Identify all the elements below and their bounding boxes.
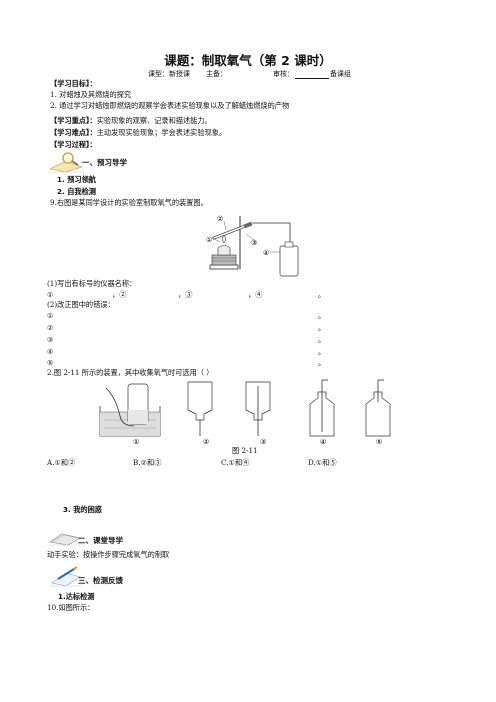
pencil-notebook-icon xyxy=(50,566,82,587)
q9-1-blank-1: ① xyxy=(47,290,54,299)
reviewer: 审核： 备课组 xyxy=(273,69,351,79)
q9-2-line-4: ④ xyxy=(47,347,54,356)
page-title: 课题：制取氧气（第 2 课时） xyxy=(164,53,332,68)
magnifier-book-icon xyxy=(49,152,84,173)
key-point: 【学习重点】：实验现象的观察、记录和描述能力。 xyxy=(50,116,212,126)
option-b: B.②和③ xyxy=(133,458,162,467)
q9-2-period-1: 。 xyxy=(318,311,326,320)
q10-text: 10.如图所示： xyxy=(47,603,95,612)
q9-2-period-4: 。 xyxy=(318,347,326,356)
objective-2: 2. 通过学习对蜡烛即燃烧的观察学会表述实验现象以及了解蜡烛燃烧的产物 xyxy=(50,101,290,110)
q9-2-line-1: ① xyxy=(47,311,54,320)
q9-1-text: (1)写出有标号的仪器名称： xyxy=(47,279,137,288)
apparatus-label-4: ④ xyxy=(263,249,269,257)
difficulty: 【学习难点】：主动发现实验现象；学会表述实验现象。 xyxy=(50,128,226,138)
key-point-text: 实验现象的观察、记录和描述能力。 xyxy=(96,116,212,125)
q9-1-blank-3: ，③ xyxy=(178,290,193,299)
difficulty-text: 主动发现实验现象；学会表述实验现象。 xyxy=(96,128,227,137)
q9-2-period-5: 。 xyxy=(318,358,326,367)
fig-label-3: ③ xyxy=(260,438,266,446)
section1-sub1: 1. 预习领航 xyxy=(57,175,96,184)
group-label: 备课组 xyxy=(330,70,351,78)
apparatus-label-3: ③ xyxy=(251,239,257,247)
oxygen-apparatus-figure: ① ② ③ ④ xyxy=(206,215,299,277)
option-d: D.①和⑤ xyxy=(308,458,337,467)
fig-caption: 图 2-11 xyxy=(232,446,258,455)
apparatus-label-1: ① xyxy=(206,236,212,244)
objectives-heading: 【学习目标】： xyxy=(50,79,97,88)
preparer: 主备： xyxy=(206,70,227,78)
section2-title: 二、课堂导学 xyxy=(78,536,123,545)
q9-2-period-3: 。 xyxy=(318,335,326,344)
option-c: C.①和④ xyxy=(221,458,250,467)
fig-label-1: ① xyxy=(133,438,139,446)
option-a: A.①和② xyxy=(47,458,76,467)
fig-label-5: ⑤ xyxy=(376,438,382,446)
section1-title: 一、预习导学 xyxy=(82,158,127,167)
q9-2-line-2: ② xyxy=(47,323,54,332)
q9-1-blank-4: ，④ xyxy=(248,290,263,299)
section3-title: 三、检测反馈 xyxy=(78,576,123,585)
reviewer-label: 审核： xyxy=(273,70,294,78)
lesson-type: 课型：新授课 xyxy=(148,70,190,78)
section1-sub3: 3. 我的困惑 xyxy=(63,505,102,514)
q9-1-period: 。 xyxy=(318,290,326,299)
q9-2-period-2: 。 xyxy=(318,323,326,332)
section3-sub1: 1.达标检测 xyxy=(58,592,95,601)
apparatus-label-2: ② xyxy=(217,215,223,223)
figure-2-11: ① ② ③ ④ ⑤ xyxy=(99,379,391,446)
section1-sub2: 2. 自我检测 xyxy=(57,187,96,196)
section2-text: 动手实验：按操作步骤完成氧气的制取 xyxy=(47,550,170,559)
q2-text: 2.图 2-11 所示的装置，其中收集氧气时可选用（ ） xyxy=(47,368,214,377)
q9-2-line-5: ⑤ xyxy=(47,358,54,367)
difficulty-label: 【学习难点】： xyxy=(50,128,97,137)
objective-1: 1. 对蜡烛及其燃烧的探究 xyxy=(50,90,132,99)
key-point-label: 【学习重点】： xyxy=(50,116,97,125)
fig-label-2: ② xyxy=(203,438,209,446)
process-heading: 【学习过程】： xyxy=(50,140,97,149)
book-icon xyxy=(49,533,82,546)
q9-text: 9.右图是某同学设计的实验室制取氧气的装置图。 xyxy=(50,198,208,207)
q9-2-text: (2)改正图中的错误： xyxy=(47,300,115,309)
reviewer-blank xyxy=(295,71,329,79)
q9-1-blank-2: ，② xyxy=(112,290,127,299)
q9-2-line-3: ③ xyxy=(47,335,54,344)
fig-label-4: ④ xyxy=(320,438,326,446)
